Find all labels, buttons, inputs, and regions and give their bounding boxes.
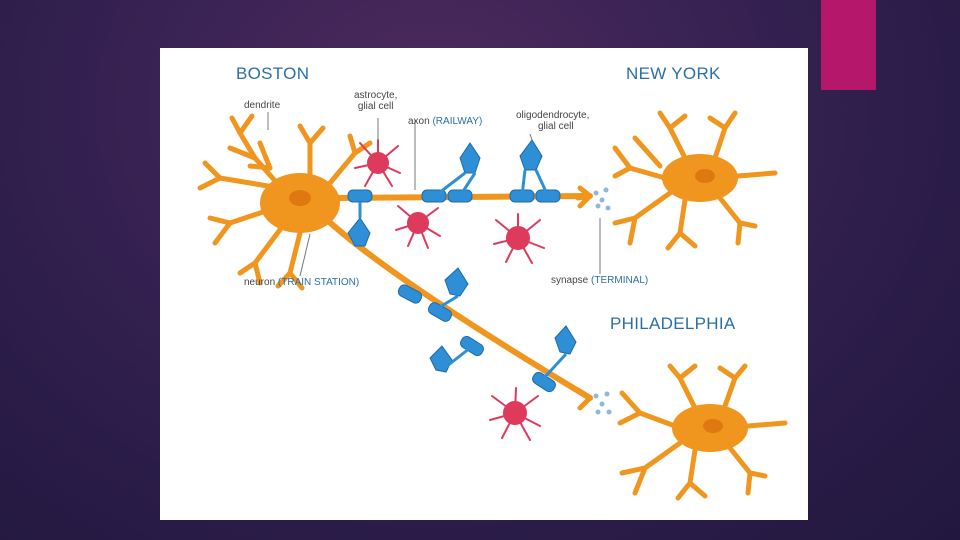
label-axon-term: axon (408, 116, 430, 127)
label-astrocyte-line1: astrocyte, (354, 90, 398, 101)
new-york-neuron (575, 110, 778, 251)
label-synapse-term: synapse (551, 275, 589, 286)
label-astrocyte-line2: glial cell (357, 101, 394, 112)
label-oligo-line2: glial cell (538, 121, 574, 132)
label-astrocyte: astrocyte, glial cell (354, 90, 397, 112)
city-boston: BOSTON (236, 64, 310, 83)
label-leaders (267, 112, 601, 277)
philadelphia-neuron (575, 363, 788, 501)
label-oligo-line1: oligodendrocyte, (516, 110, 590, 121)
city-philadelphia: PHILADELPHIA (610, 314, 736, 333)
accent-bar (821, 0, 876, 90)
label-synapse: synapse (TERMINAL) (551, 275, 648, 286)
label-neuron-term: neuron (244, 277, 276, 288)
label-axon-analogy: (RAILWAY) (432, 116, 483, 127)
city-new-york: NEW YORK (626, 64, 721, 83)
label-neuron-analogy: (TRAIN STATION) (277, 277, 360, 288)
boston-neuron (197, 113, 593, 401)
label-oligodendrocyte: oligodendrocyte, glial cell (516, 110, 589, 132)
neuron-diagram (197, 110, 788, 501)
oligodendrocytes (347, 139, 577, 393)
astrocytes (354, 139, 545, 441)
synapse-vesicles (593, 187, 612, 415)
label-synapse-analogy: (TERMINAL) (591, 275, 649, 286)
label-neuron: neuron (TRAIN STATION) (244, 277, 359, 288)
neuron-diagram-panel: BOSTON NEW YORK PHILADELPHIA dendrite as… (160, 48, 808, 520)
label-axon: axon (RAILWAY) (408, 116, 482, 127)
label-dendrite: dendrite (244, 100, 281, 111)
